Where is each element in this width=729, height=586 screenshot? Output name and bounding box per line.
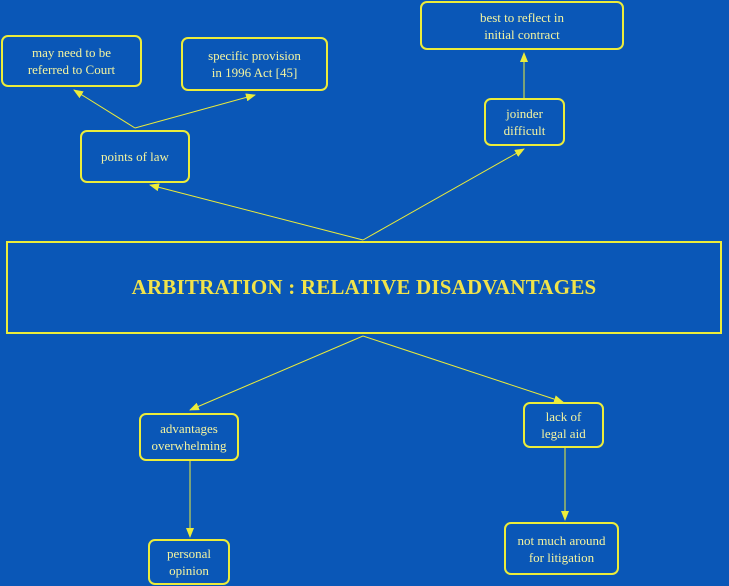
node-joinder-difficult: joinder difficult	[484, 98, 565, 146]
node-label: may need to be referred to Court	[27, 45, 116, 77]
node-label: joinder difficult	[503, 106, 546, 138]
node-points-of-law: points of law	[80, 130, 190, 183]
edge-points-to-provision	[134, 93, 256, 129]
node-label: personal opinion	[166, 546, 212, 578]
node-may-need-court: may need to be referred to Court	[1, 35, 142, 87]
node-label: lack of legal aid	[541, 409, 586, 441]
node-label: advantages overwhelming	[151, 421, 227, 453]
node-label: points of law	[101, 149, 169, 164]
main-topic-box: ARBITRATION : RELATIVE DISADVANTAGES	[6, 241, 722, 334]
edge-main-to-joinder	[362, 148, 525, 241]
main-title: ARBITRATION : RELATIVE DISADVANTAGES	[131, 275, 597, 299]
edge-main-to-points-of-law	[149, 183, 364, 241]
node-lack-of-legal-aid: lack of legal aid	[523, 402, 604, 448]
edge-points-to-court	[73, 89, 136, 129]
edge-main-to-legal-aid	[362, 335, 564, 403]
node-best-to-reflect: best to reflect in initial contract	[420, 1, 624, 50]
node-label: specific provision in 1996 Act [45]	[208, 48, 301, 80]
edge-main-to-advantages	[189, 335, 364, 411]
node-personal-opinion: personal opinion	[148, 539, 230, 585]
node-advantages-overwhelming: advantages overwhelming	[139, 413, 239, 461]
node-specific-provision: specific provision in 1996 Act [45]	[181, 37, 328, 91]
node-label: best to reflect in initial contract	[479, 9, 565, 42]
node-label: not much around for litigation	[517, 532, 606, 565]
node-not-much-around: not much around for litigation	[504, 522, 619, 575]
